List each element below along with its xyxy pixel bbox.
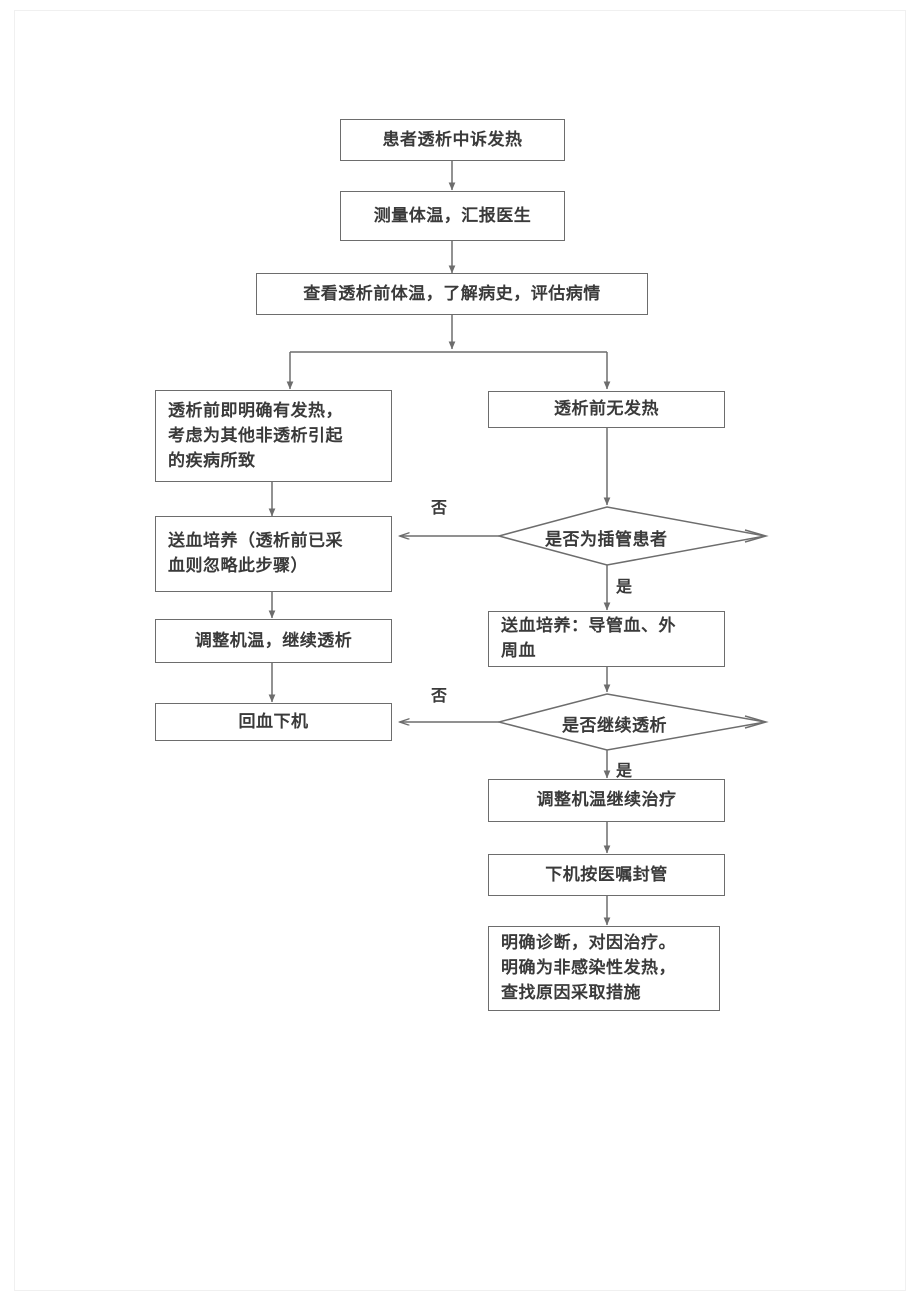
- edge-label-no-2: 否: [431, 686, 448, 705]
- node-n8-label: 送血培养：导管血、外 周血: [501, 616, 676, 661]
- node-n6-label: 是否为插管患者: [545, 530, 668, 550]
- node-n9[interactable]: 调整机温，继续透析: [155, 619, 392, 663]
- node-n7-label: 送血培养（透析前已采 血则忽略此步骤）: [168, 531, 343, 576]
- node-n3[interactable]: 查看透析前体温，了解病史，评估病情: [256, 273, 648, 315]
- node-n14-label: 明确诊断，对因治疗。 明确为非感染性发热， 查找原因采取措施: [501, 933, 676, 1003]
- node-n7[interactable]: 送血培养（透析前已采 血则忽略此步骤）: [155, 516, 392, 592]
- diamond-1-right-tick: [744, 529, 769, 543]
- edge-label-yes-2: 是: [616, 761, 633, 780]
- node-n1-label: 患者透析中诉发热: [382, 129, 523, 150]
- node-n2-label: 测量体温，汇报医生: [373, 205, 532, 226]
- node-n5-label: 透析前无发热: [554, 399, 659, 419]
- node-n4[interactable]: 透析前即明确有发热， 考虑为其他非透析引起 的疾病所致: [155, 390, 392, 482]
- node-n11-label: 回血下机: [238, 711, 309, 732]
- node-n11[interactable]: 回血下机: [155, 703, 392, 741]
- node-n5[interactable]: 透析前无发热: [488, 391, 725, 428]
- node-n10-label: 是否继续透析: [562, 716, 667, 736]
- node-n2[interactable]: 测量体温，汇报医生: [340, 191, 565, 241]
- node-n3-label: 查看透析前体温，了解病史，评估病情: [303, 283, 601, 304]
- node-n4-label: 透析前即明确有发热， 考虑为其他非透析引起 的疾病所致: [168, 400, 343, 471]
- edge-label-no-1: 否: [431, 498, 448, 517]
- diamond-2-right-tick: [744, 715, 769, 729]
- node-n12[interactable]: 调整机温继续治疗: [488, 779, 725, 822]
- node-n12-label: 调整机温继续治疗: [536, 790, 677, 810]
- node-n9-label: 调整机温，继续透析: [194, 630, 353, 651]
- node-n8[interactable]: 送血培养：导管血、外 周血: [488, 611, 725, 667]
- node-n13-label: 下机按医嘱封管: [545, 864, 668, 885]
- edge-label-yes-1: 是: [616, 577, 633, 596]
- node-n14[interactable]: 明确诊断，对因治疗。 明确为非感染性发热， 查找原因采取措施: [488, 926, 720, 1011]
- node-n1[interactable]: 患者透析中诉发热: [340, 119, 565, 161]
- node-n13[interactable]: 下机按医嘱封管: [488, 854, 725, 896]
